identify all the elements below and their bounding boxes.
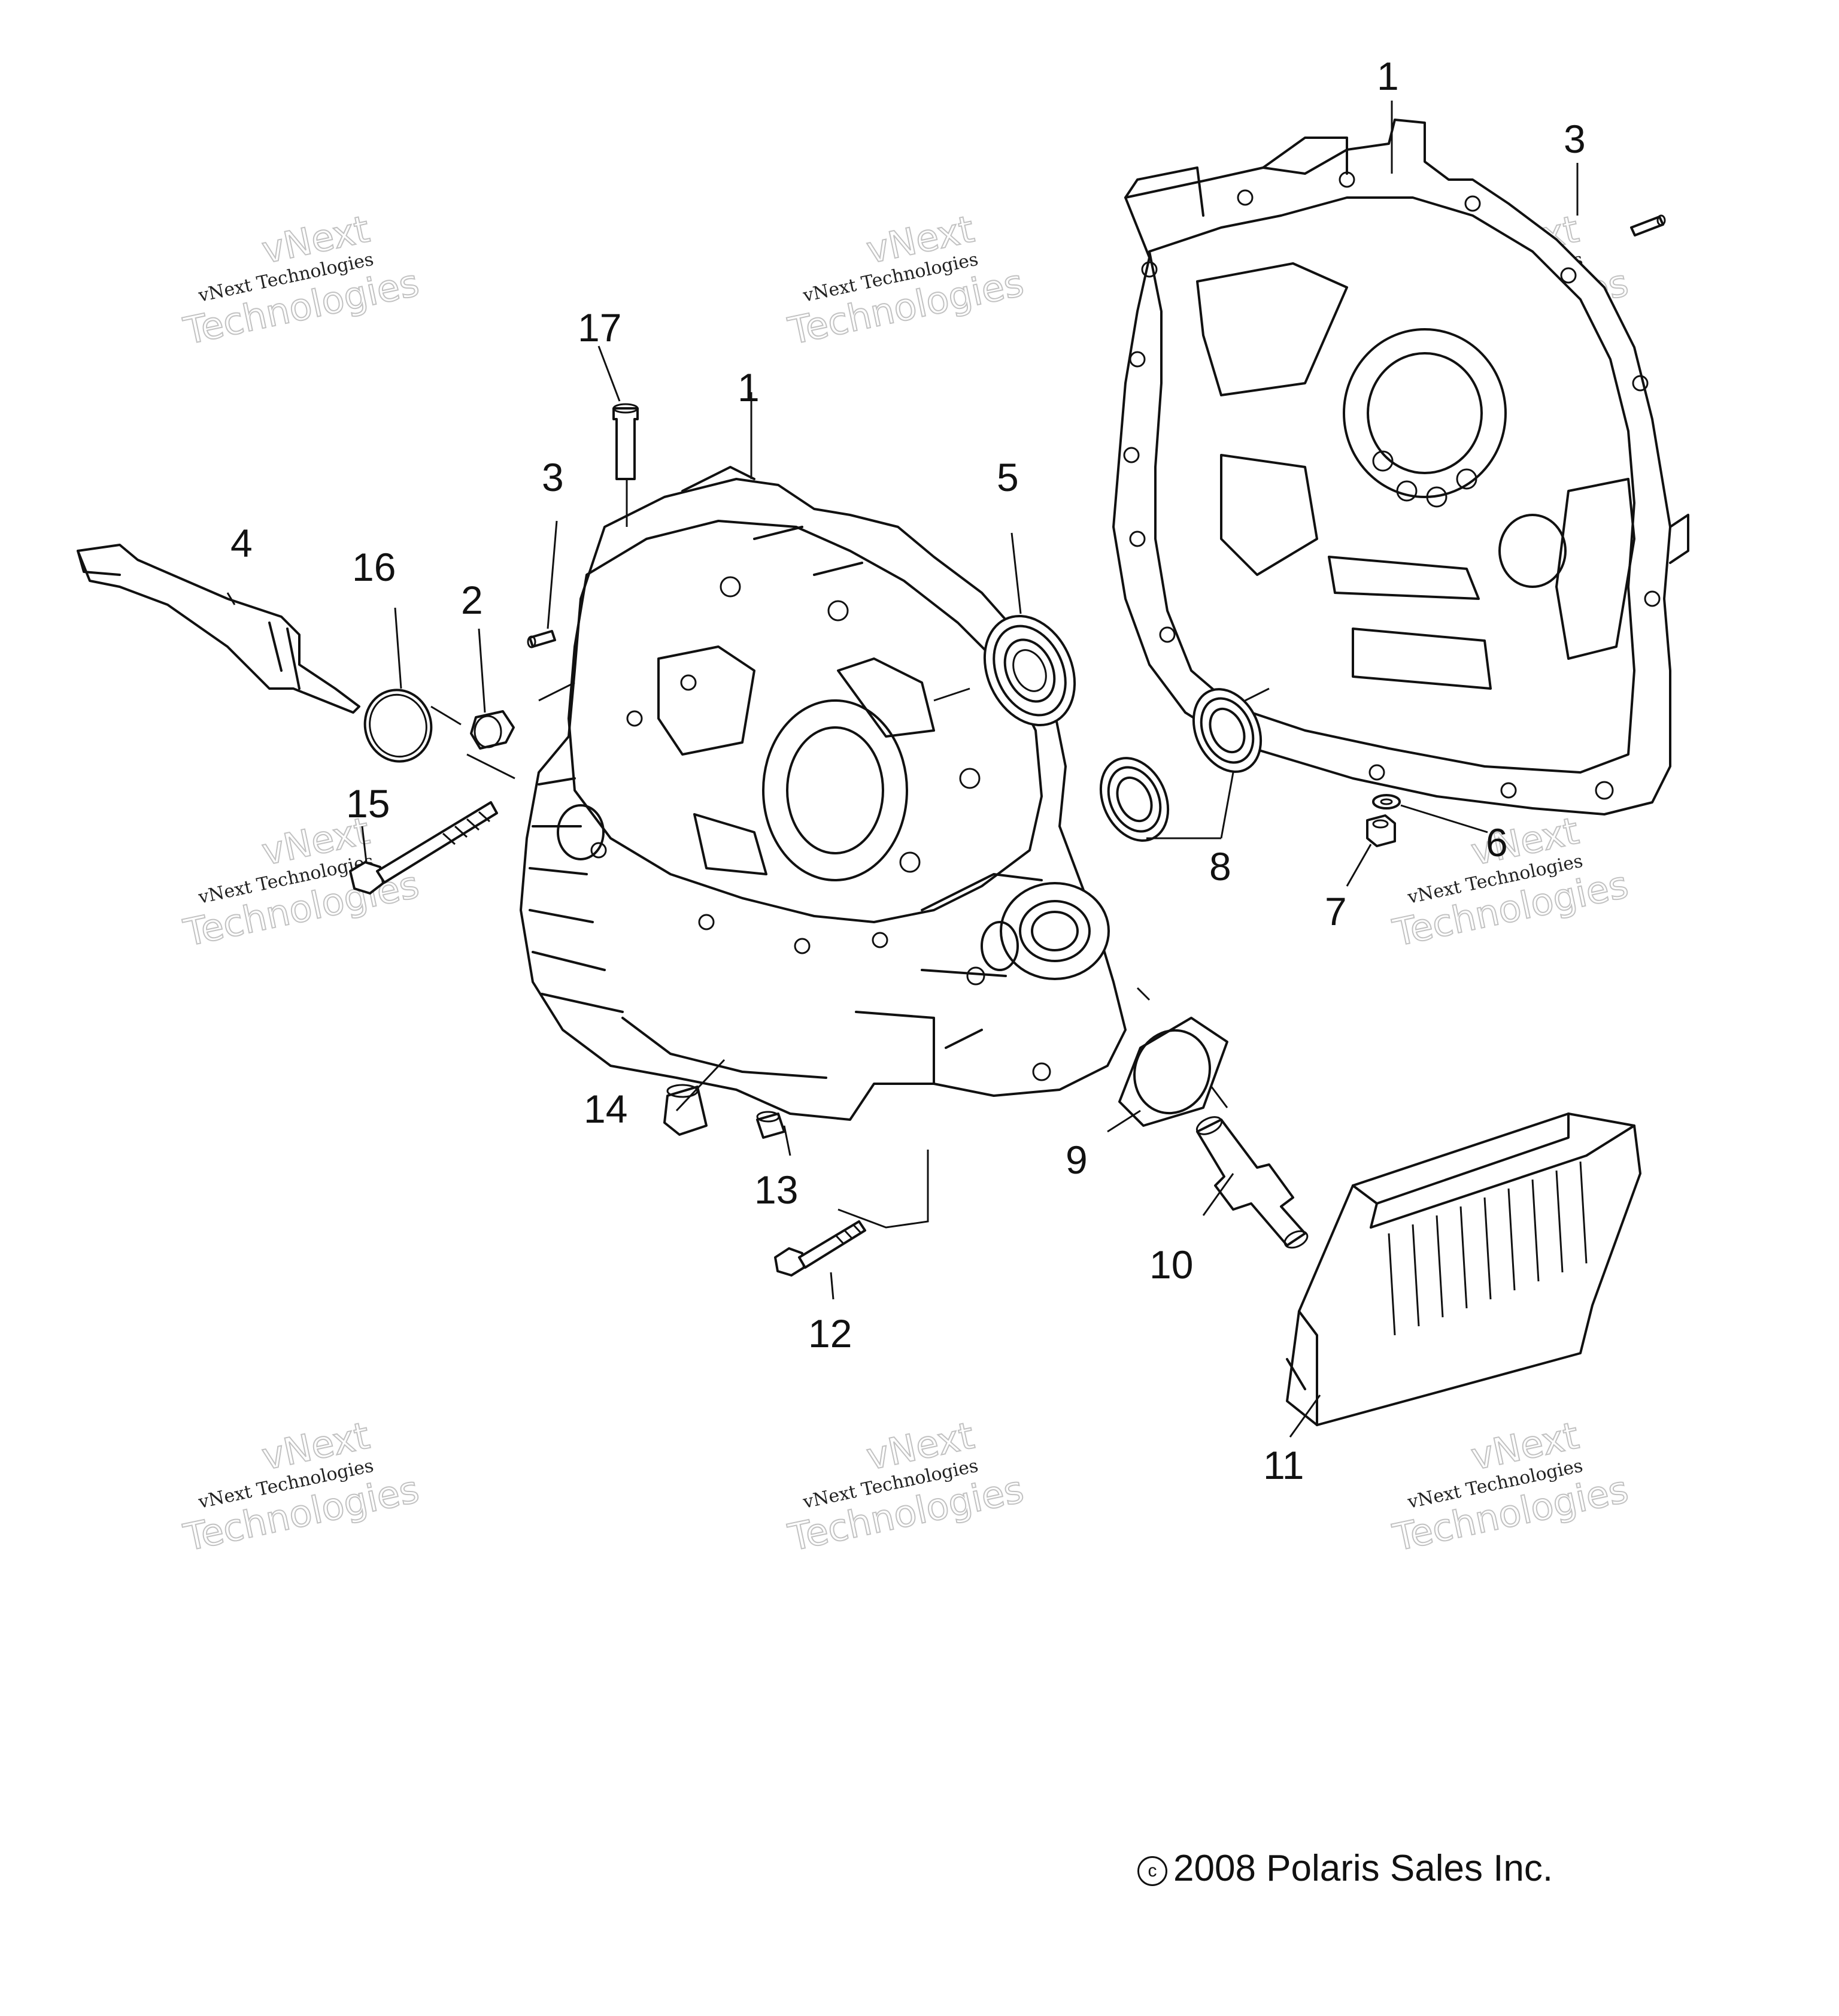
long-bolt [349, 801, 498, 895]
callout-2: 2 [461, 578, 483, 622]
regulator [1286, 1112, 1641, 1426]
nut [1366, 814, 1396, 847]
washer [1372, 794, 1401, 810]
drain-plug [663, 1084, 708, 1136]
dowel-pin-right [1630, 214, 1666, 237]
left-crankcase-half [520, 466, 1127, 1121]
bolt-bottom [774, 1220, 866, 1277]
callout-6: 6 [1486, 820, 1508, 865]
callout-15: 15 [346, 781, 390, 826]
callout-12: 12 [808, 1311, 852, 1356]
hose-fitting [1195, 1116, 1309, 1249]
callout-11: 11 [1263, 1443, 1304, 1487]
bearing-small-b [1192, 688, 1263, 773]
callout-9: 9 [1066, 1138, 1088, 1182]
callout-3-left: 3 [542, 455, 564, 499]
callout-1-right: 1 [1377, 54, 1399, 98]
plug-small [756, 1111, 785, 1139]
o-ring [363, 689, 433, 763]
callout-7: 7 [1325, 889, 1347, 933]
callout-leaders [226, 101, 1579, 1438]
callout-8: 8 [1209, 844, 1231, 889]
bushing [470, 710, 515, 750]
callouts: 1 1 2 3 3 4 5 6 7 8 9 10 11 12 13 14 15 … [230, 54, 1586, 1487]
callout-1-left: 1 [738, 365, 760, 410]
dipstick [77, 544, 360, 714]
callout-16: 16 [352, 545, 396, 589]
copyright-symbol: c [1137, 1856, 1167, 1886]
right-crankcase-half [1112, 119, 1689, 816]
assembly-lines [430, 479, 1270, 1229]
dowel-pin-left [527, 630, 556, 648]
bearing-small-a [1099, 757, 1170, 842]
callout-4: 4 [230, 521, 253, 565]
copyright-text: 2008 Polaris Sales Inc. [1173, 1848, 1553, 1889]
bearing-large [983, 614, 1076, 727]
callout-3-right: 3 [1564, 117, 1586, 161]
callout-5: 5 [997, 455, 1019, 499]
callout-17: 17 [578, 305, 621, 350]
callout-13: 13 [754, 1168, 798, 1212]
gasket [1118, 1017, 1228, 1127]
callout-10: 10 [1149, 1242, 1193, 1287]
callout-14: 14 [584, 1087, 627, 1131]
dowel-bolt-top [612, 403, 639, 480]
